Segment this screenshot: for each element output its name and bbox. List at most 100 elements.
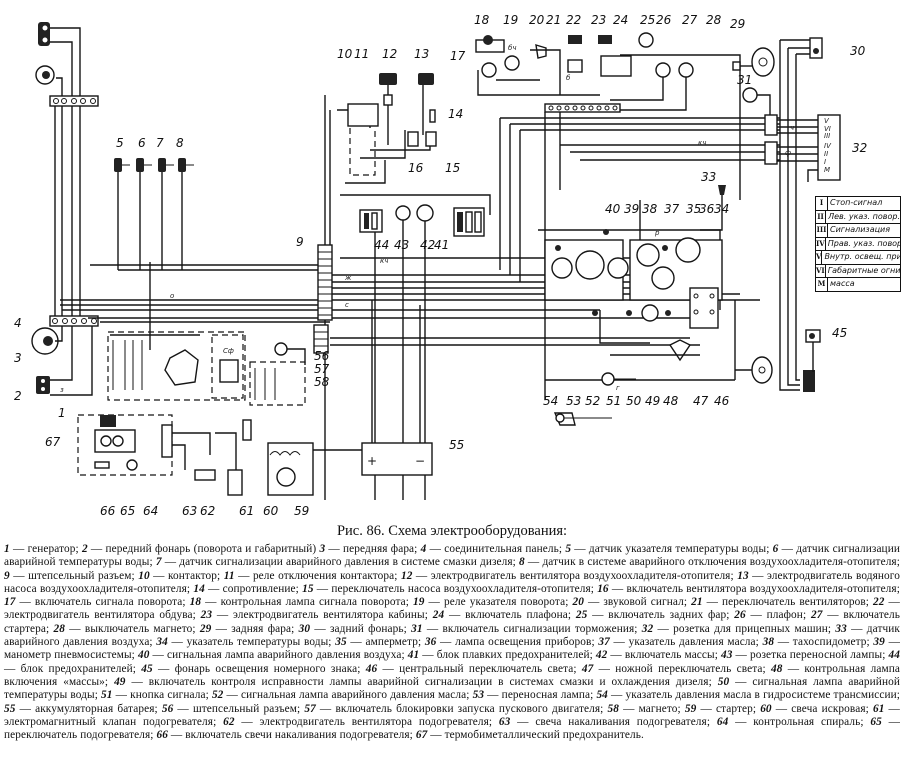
- caption-item-text: переключатель вентиляторов;: [722, 596, 869, 609]
- caption-item: 44 — блок предохранителей;: [4, 649, 900, 675]
- heater-group: [77, 414, 252, 496]
- caption-item-text: переносная лампа;: [501, 689, 594, 702]
- label-43: 43: [394, 238, 409, 252]
- caption-item-text: переключатель подогревателя;: [4, 729, 154, 742]
- caption-item-text: ножной переключатель света;: [615, 662, 766, 675]
- caption-item-number: 67: [415, 729, 428, 742]
- caption-item-number: 16: [597, 582, 609, 595]
- caption-item-number: 39: [873, 636, 885, 649]
- caption-item-number: 30: [298, 622, 311, 635]
- caption-item-text: электродвигатель вентилятора кабины;: [233, 609, 428, 622]
- caption-item-text: блок плавких предохранителей;: [436, 649, 593, 662]
- wire-mark: бч: [508, 44, 516, 52]
- label-19: 19: [503, 13, 518, 27]
- caption-item: 15 — переключатель насоса воздухоохладит…: [302, 582, 594, 595]
- caption-item-number: 52: [211, 689, 224, 702]
- label-31: 31: [737, 73, 752, 87]
- caption-item: 51 — кнопка сигнала;: [101, 689, 209, 702]
- caption-item-text: сигнальная лампа аварийного давления мас…: [241, 689, 470, 702]
- top-switches-group: [475, 32, 780, 400]
- caption-item-text: стартер;: [715, 702, 757, 715]
- label-59: 59: [294, 504, 309, 515]
- caption-item: 61 — электромагнитный клапан подогревате…: [4, 702, 900, 728]
- label-47: 47: [693, 394, 709, 408]
- right-lower-group: [735, 329, 821, 392]
- svg-text:I: I: [824, 158, 826, 166]
- light-switch-group: [545, 287, 736, 426]
- caption-item-text: датчик сигнализации аварийной температур…: [4, 543, 900, 569]
- front-lamp-2: [36, 326, 93, 396]
- caption-item-text: контрольная лампа включения «массы»;: [4, 662, 901, 688]
- svg-text:IV: IV: [824, 142, 832, 150]
- caption-item-text: амперметр;: [365, 636, 422, 649]
- caption-item-text: штепсельный разъем;: [28, 569, 135, 582]
- caption-item: 17 — включатель сигнала поворота;: [4, 596, 186, 609]
- caption-item-number: 15: [302, 582, 314, 595]
- label-32: 32: [852, 141, 867, 155]
- wire-mark: ж: [344, 274, 352, 282]
- wire-mark: б: [566, 74, 571, 82]
- caption-item-text: электродвигатель водяного насоса воздухо…: [4, 569, 900, 595]
- caption-item: 13 — электродвигатель водяного насоса во…: [4, 569, 900, 595]
- caption-item: 19 — реле указателя поворота;: [413, 596, 569, 609]
- label-14: 14: [448, 107, 463, 121]
- caption-item-text: штепсельный разъем;: [192, 702, 301, 715]
- caption-item-number: 18: [189, 596, 202, 609]
- caption-item: 4 — соединительная панель;: [420, 543, 563, 555]
- caption-item: 2 — передний фонарь (поворота и габаритн…: [81, 543, 317, 555]
- caption-item-number: 48: [771, 662, 783, 675]
- component-labels: 5 6 7 8 4 3 2 1 9 10 11 12 13 14 15 16 1…: [14, 13, 867, 515]
- caption-item: 53 — переносная лампа;: [472, 689, 594, 702]
- caption-item-text: передняя фара;: [343, 543, 418, 555]
- caption-item: 48 — контрольная лампа включения «массы»…: [4, 662, 901, 688]
- label-20: 20: [529, 13, 545, 27]
- caption-item: 52 — сигнальная лампа аварийного давлени…: [211, 689, 470, 702]
- caption-item: 67 — термобиметаллический предохранитель…: [415, 729, 644, 742]
- caption-item: 30 — задний фонарь;: [298, 622, 407, 635]
- caption-item: 63 — свеча накаливания подогревателя;: [498, 715, 711, 728]
- caption-item-number: 20: [572, 596, 584, 609]
- label-7: 7: [156, 136, 164, 150]
- label-28: 28: [706, 13, 722, 27]
- caption-item-number: 47: [581, 662, 594, 675]
- label-51: 51: [606, 394, 621, 408]
- wiring-diagram: 5 6 7 8 4 3 2 1 9 10 11 12 13 14 15 16 1…: [14, 13, 867, 515]
- battery-plus: +: [367, 454, 377, 468]
- caption-item: 28 — выключатель магнето;: [53, 622, 196, 635]
- caption-item: 41 — блок плавких предохранителей;: [407, 649, 593, 662]
- caption-item: 11 — реле отключения контактора;: [223, 569, 398, 582]
- caption-item-text: блок предохранителей;: [20, 662, 137, 675]
- caption-item-number: 33: [835, 622, 847, 635]
- wire-mark: р: [654, 229, 660, 237]
- caption-item: 57 — включатель блокировки запуска пуско…: [304, 702, 604, 715]
- caption-item-text: датчик аварийного давления воздуха;: [4, 622, 901, 649]
- caption-item-text: фонарь освещения номерного знака;: [174, 662, 361, 675]
- label-23: 23: [591, 13, 606, 27]
- label-13: 13: [414, 47, 429, 61]
- label-12: 12: [382, 47, 397, 61]
- caption-item: 49 — включатель контроля исправности лам…: [114, 675, 712, 688]
- label-58: 58: [314, 375, 330, 389]
- caption-item-text: датчик сигнализации аварийного давления …: [179, 556, 516, 569]
- caption-item: 29 — задняя фара;: [199, 622, 295, 635]
- caption-item-number: 11: [223, 569, 235, 582]
- label-40: 40: [605, 202, 621, 216]
- caption-item-text: реле указателя поворота;: [443, 596, 569, 609]
- label-1: 1: [58, 406, 66, 420]
- label-55: 55: [449, 438, 464, 452]
- label-34: 34: [714, 202, 729, 216]
- caption-item-text: включатель плафона;: [465, 609, 572, 622]
- caption-item-number: 12: [400, 569, 413, 582]
- caption-item-number: 31: [411, 622, 423, 635]
- label-10: 10: [337, 47, 353, 61]
- caption-item-text: указатель давления масла;: [628, 636, 759, 649]
- label-39: 39: [624, 202, 639, 216]
- caption-item-number: 28: [53, 622, 66, 635]
- caption-item-text: включатель сигнала поворота;: [34, 596, 186, 609]
- caption-item: 22 — электродвигатель вентилятора обдува…: [4, 596, 900, 622]
- caption-item-number: 58: [607, 702, 620, 715]
- label-15: 15: [445, 161, 460, 175]
